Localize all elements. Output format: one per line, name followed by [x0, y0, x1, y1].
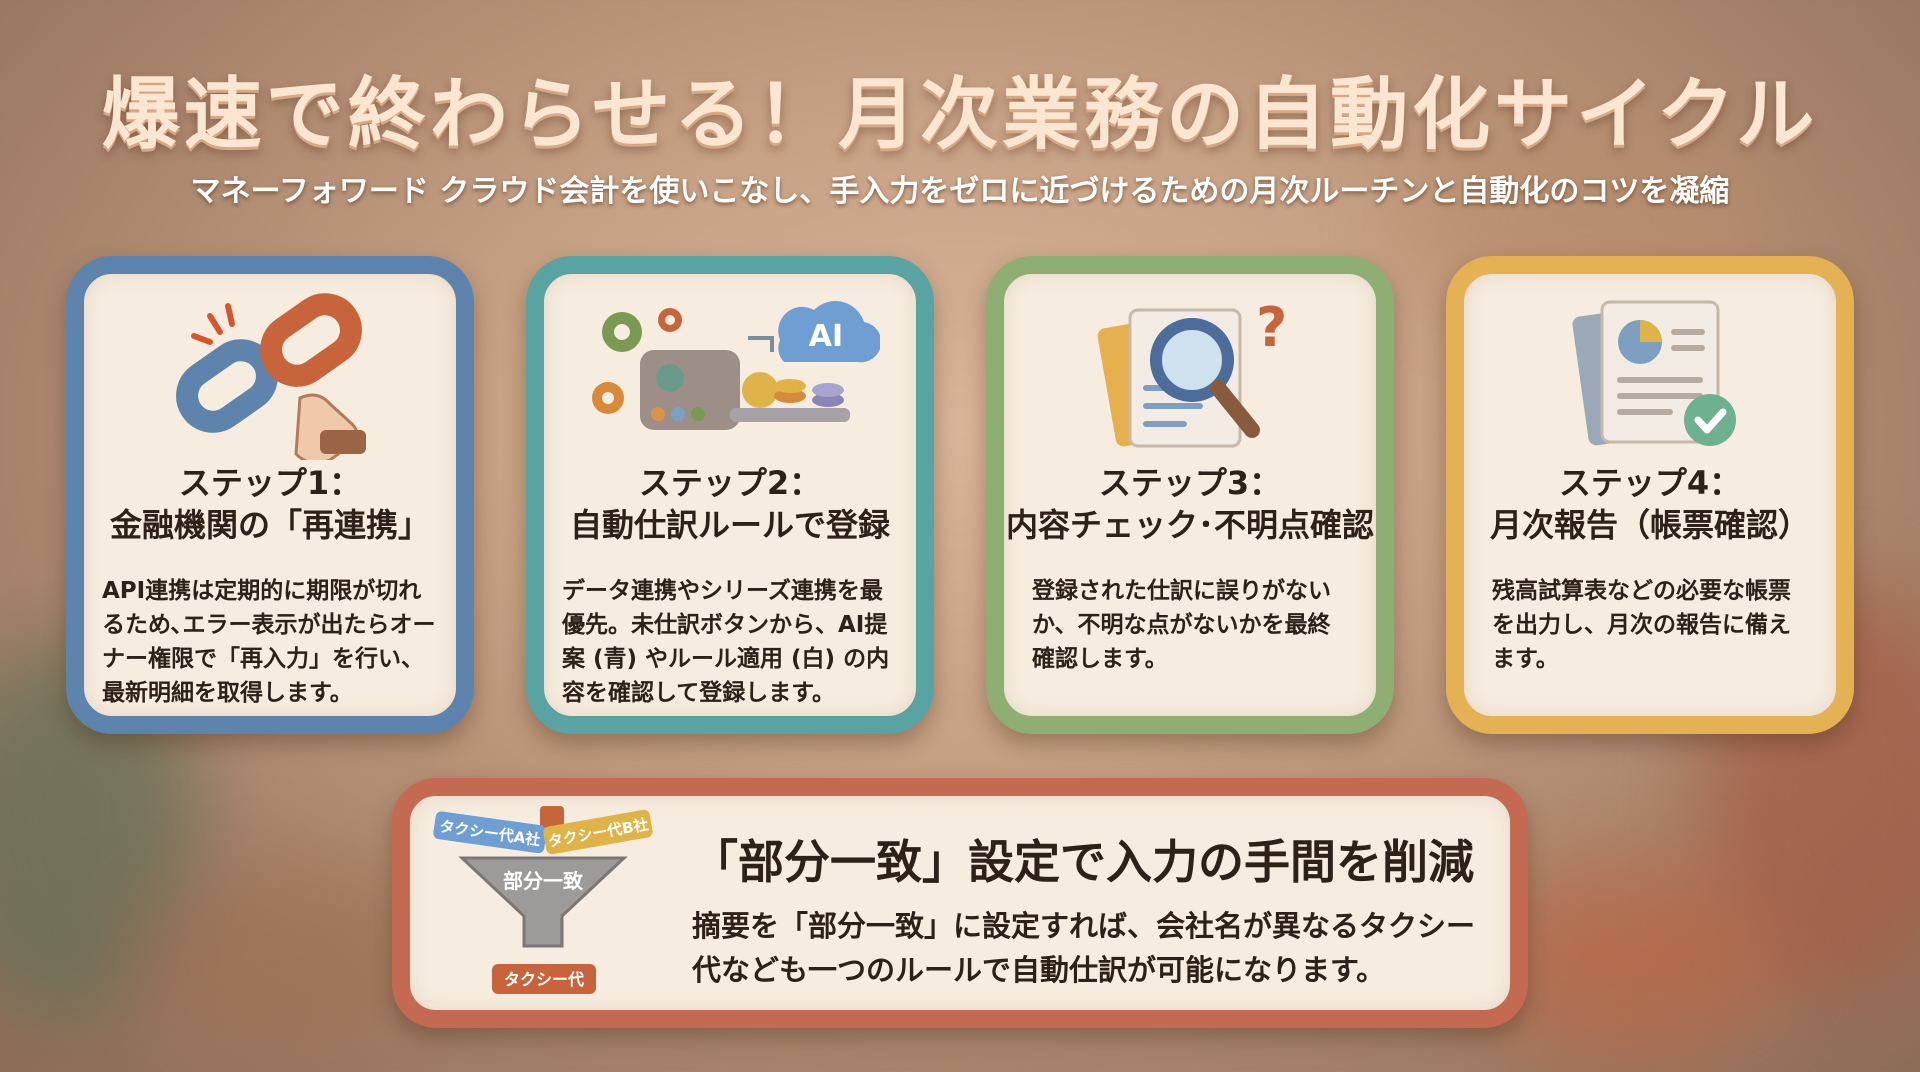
gear-icon [602, 312, 642, 352]
step-description: データ連携やシリーズ連携を最優先。未仕訳ボタンから、AI提案 (青) やルール適… [562, 578, 890, 706]
step-description: 残高試算表などの必要な帳票を出力し、月次の報告に備えます。 [1492, 578, 1791, 672]
partial-match-title: 「部分一致」設定で入力の手間を削減 [692, 835, 1474, 889]
step-number: ステップ4： [1558, 464, 1742, 502]
step-card-4: ステップ4： 月次報告（帳票確認） 残高試算表などの必要な帳票を出力し、月次の報… [1446, 256, 1854, 734]
step-title: 月次報告（帳票確認） [1489, 506, 1810, 544]
background-blob [1480, 860, 1780, 1060]
ai-automation-machine-icon: AI [544, 280, 916, 460]
broken-chain-icon [84, 280, 456, 460]
page-subtitle: マネーフォワード クラウド会計を使いこなし、手入力をゼロに近づけるための月次ルー… [190, 174, 1730, 209]
funnel-output-label: タクシー代 [504, 970, 584, 989]
gear-icon [658, 308, 682, 332]
funnel-center-label: 部分一致 [503, 869, 584, 893]
partial-match-description: 摘要を「部分一致」に設定すれば、会社名が異なるタクシー代なども一つのルールで自動… [692, 909, 1476, 987]
step-number: ステップ2： [638, 464, 822, 502]
page-title: 爆速で終わらせる！月次業務の自動化サイクル [101, 70, 1819, 160]
step-number: ステップ3： [1098, 464, 1282, 502]
step-description: 登録された仕訳に誤りがないか、不明な点がないかを最終確認します。 [1032, 578, 1331, 672]
background-blob [120, 860, 440, 1060]
step-card-1: ステップ1： 金融機関の「再連携」 API連携は定期的に期限が切れるため､エラー… [66, 256, 474, 734]
svg-text:?: ? [1256, 296, 1287, 359]
step-description: API連携は定期的に期限が切れるため､エラー表示が出たらオーナー権限で「再入力」… [102, 578, 436, 706]
step-card-2: AI ステップ2： 自動仕訳ルールで登録 データ連携やシリーズ連携を最優先。未仕… [526, 256, 934, 734]
ai-label: AI [809, 319, 843, 354]
magnifier-document-question-icon: ? [1004, 280, 1376, 460]
funnel-icon: タクシー代A社 タクシー代B社 部分一致 タクシー代 [433, 806, 653, 994]
step-title: 金融機関の「再連携」 [109, 506, 430, 544]
partial-match-card: タクシー代A社 タクシー代B社 部分一致 タクシー代 「部分一致」設定で入力の手… [392, 778, 1528, 1028]
step-card-3: ? ステップ3： 内容チェック･不明点確認 登録された仕訳に誤りがないか、不明な… [986, 256, 1394, 734]
step-title: 内容チェック･不明点確認 [1005, 506, 1374, 544]
step-title: 自動仕訳ルールで登録 [569, 506, 890, 544]
report-checkmark-icon [1464, 280, 1836, 460]
gear-icon [592, 382, 624, 414]
step-number: ステップ1： [178, 464, 362, 502]
